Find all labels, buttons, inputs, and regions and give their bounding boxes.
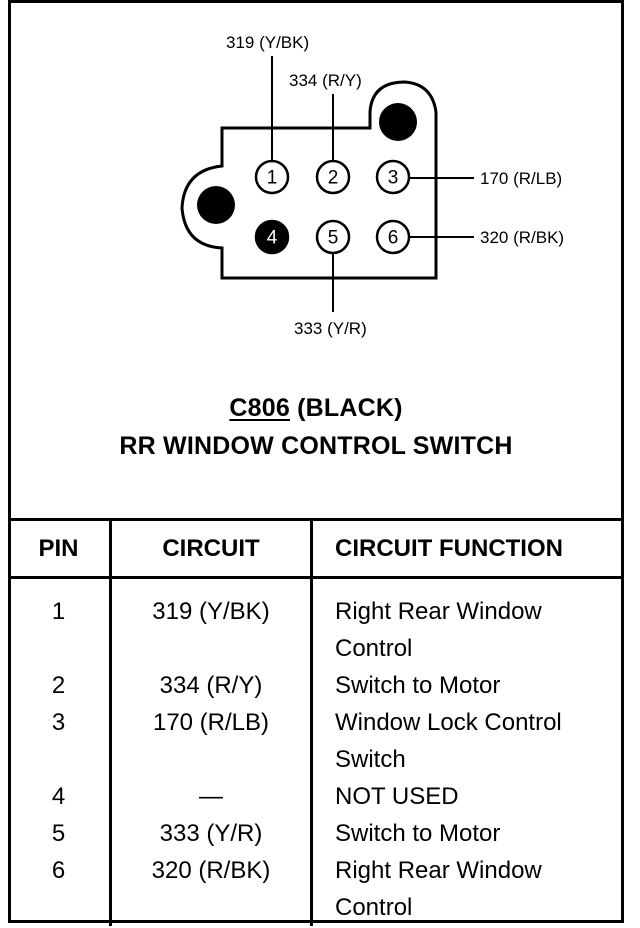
pin-3: 3 <box>375 159 411 195</box>
cell-circuit: 333 (Y/R) <box>110 815 313 852</box>
table-row: 3 170 (R/LB) Window Lock Control Switch <box>8 704 624 778</box>
connector-color: (BLACK) <box>297 394 403 422</box>
cell-pin: 2 <box>8 667 112 704</box>
table-row: 5 333 (Y/R) Switch to Motor <box>8 815 624 852</box>
cell-function: Window Lock Control Switch <box>335 709 562 773</box>
pin-5: 5 <box>315 219 351 255</box>
cell-circuit: 334 (R/Y) <box>110 667 313 704</box>
wire-label-pin1: 319 (Y/BK) <box>226 33 309 52</box>
connector-body-outline <box>180 80 438 280</box>
pin-1-number: 1 <box>267 168 278 189</box>
cell-function: Switch to Motor <box>335 820 501 847</box>
pin-function-table: PIN CIRCUIT CIRCUIT FUNCTION 1 319 (Y/BK… <box>8 518 624 926</box>
wire-label-pin6: 320 (R/BK) <box>480 228 564 247</box>
wire-label-pin2: 334 (R/Y) <box>289 71 362 90</box>
connector-id: C806 <box>229 394 290 422</box>
cell-circuit: — <box>110 778 313 815</box>
cell-circuit: 320 (R/BK) <box>110 852 313 926</box>
connector-name: RR WINDOW CONTROL SWITCH <box>119 432 513 460</box>
pin-1: 1 <box>254 159 290 195</box>
cell-function: Right Rear Window Control <box>335 857 542 921</box>
connector-title: C806 (BLACK) <box>8 394 624 423</box>
pin-3-number: 3 <box>388 168 399 189</box>
cell-pin: 6 <box>8 852 112 926</box>
cell-function: Right Rear Window Control <box>335 598 542 662</box>
wire-label-pin5: 333 (Y/R) <box>294 319 367 338</box>
table-row: 1 319 (Y/BK) Right Rear Window Control <box>8 577 624 667</box>
cell-function: NOT USED <box>335 783 459 810</box>
diagram-frame <box>8 0 624 923</box>
table-row: 6 320 (R/BK) Right Rear Window Control <box>8 852 624 926</box>
cell-pin: 5 <box>8 815 112 852</box>
pin-6: 6 <box>375 219 411 255</box>
keying-hole-left <box>197 186 235 224</box>
table-header-row: PIN CIRCUIT CIRCUIT FUNCTION <box>8 518 624 579</box>
header-circuit: CIRCUIT <box>110 518 313 579</box>
header-circuit-function: CIRCUIT FUNCTION <box>311 518 624 579</box>
pin-2-number: 2 <box>328 168 339 189</box>
cell-circuit: 170 (R/LB) <box>110 704 313 778</box>
cell-pin: 3 <box>8 704 112 778</box>
pin-6-number: 6 <box>388 228 399 249</box>
connector-face-diagram: 1 2 3 4 5 6 319 (Y/BK) 334 (R/Y) 170 (R/… <box>180 33 564 338</box>
table-row: 4 — NOT USED <box>8 778 624 815</box>
pin-4: 4 <box>254 219 290 255</box>
cell-pin: 4 <box>8 778 112 815</box>
pin-4-number: 4 <box>267 228 278 249</box>
keying-hole-top-right <box>379 103 417 141</box>
pin-2: 2 <box>315 159 351 195</box>
cell-circuit: 319 (Y/BK) <box>110 577 313 667</box>
wire-label-pin3: 170 (R/LB) <box>480 169 562 188</box>
header-pin: PIN <box>8 518 112 579</box>
table-row: 2 334 (R/Y) Switch to Motor <box>8 667 624 704</box>
cell-pin: 1 <box>8 577 112 667</box>
cell-function: Switch to Motor <box>335 672 501 699</box>
pin-5-number: 5 <box>328 228 339 249</box>
